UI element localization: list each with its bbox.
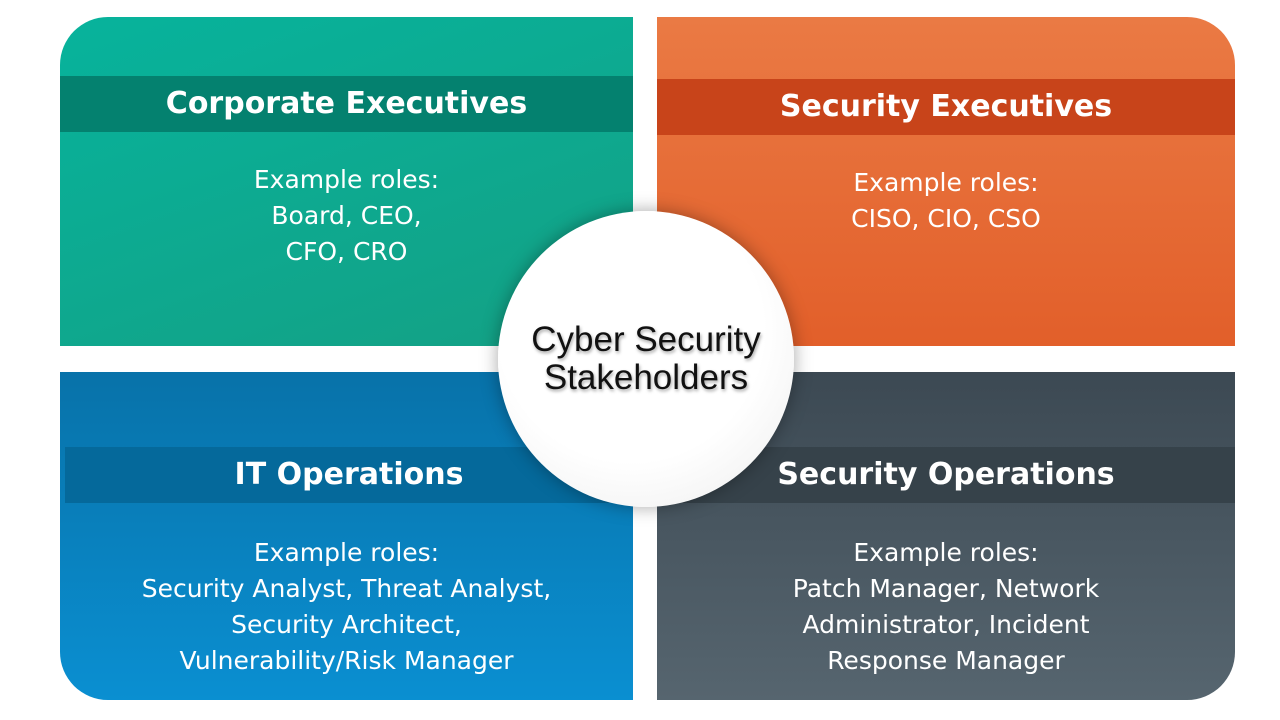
center-title: Cyber Security Stakeholders [531, 321, 761, 397]
roles-line: Security Analyst, Threat Analyst, [141, 574, 552, 603]
quadrant-it-operations: IT Operations Example roles: Security An… [60, 372, 633, 700]
roles-line: Security Architect, [231, 610, 462, 639]
roles-line: Board, CEO, [271, 201, 422, 230]
center-title-line: Stakeholders [543, 358, 749, 397]
roles-block: Example roles: CISO, CIO, CSO [657, 165, 1235, 237]
roles-label: Example roles: [253, 538, 440, 567]
quadrant-title: Security Executives [657, 79, 1235, 135]
roles-line: CFO, CRO [285, 237, 408, 266]
roles-block: Example roles: Security Analyst, Threat … [60, 535, 633, 679]
roles-label: Example roles: [253, 165, 440, 194]
roles-block: Example roles: Patch Manager, Network Ad… [657, 535, 1235, 679]
roles-label: Example roles: [853, 168, 1039, 197]
roles-label: Example roles: [853, 538, 1039, 567]
roles-line: Vulnerability/Risk Manager [179, 646, 514, 675]
roles-line: Patch Manager, Network [792, 574, 1100, 603]
roles-line: Administrator, Incident [802, 610, 1090, 639]
roles-line: CISO, CIO, CSO [851, 204, 1041, 233]
roles-line: Response Manager [827, 646, 1065, 675]
roles-block: Example roles: Board, CEO, CFO, CRO [60, 162, 633, 270]
quadrant-title: Corporate Executives [60, 76, 633, 132]
center-hub-circle: Cyber Security Stakeholders [498, 211, 794, 507]
center-title-line: Cyber Security [531, 320, 761, 359]
quadrant-corporate-executives: Corporate Executives Example roles: Boar… [60, 17, 633, 346]
